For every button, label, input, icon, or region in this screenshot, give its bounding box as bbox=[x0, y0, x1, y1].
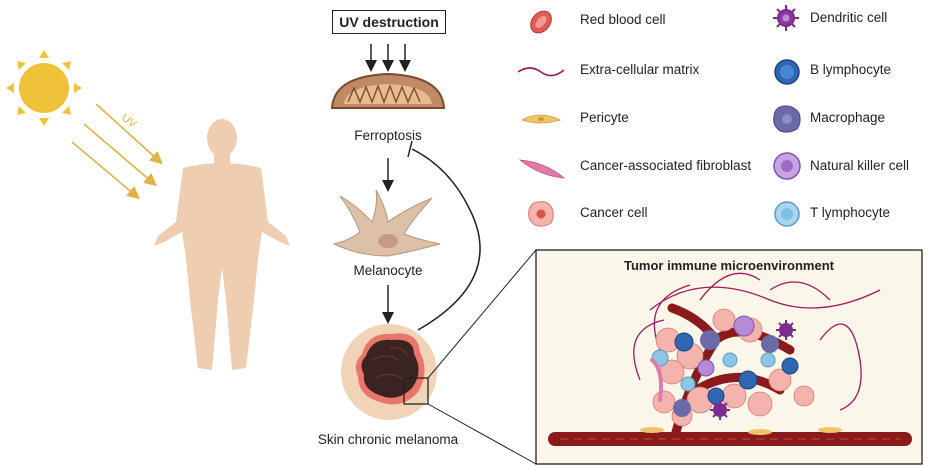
legend-label-pericyte: Pericyte bbox=[580, 110, 629, 125]
dendritic-cell-icon bbox=[773, 5, 799, 31]
tme-title: Tumor immune microenvironment bbox=[624, 258, 834, 273]
uv-rays bbox=[71, 103, 163, 200]
zoom-lines bbox=[427, 249, 537, 465]
legend-label-b-lymphocyte: B lymphocyte bbox=[810, 62, 892, 77]
melanoma-icon bbox=[341, 324, 437, 420]
uv-destruction-label: UV destruction bbox=[339, 14, 439, 30]
red-blood-cell-icon bbox=[530, 10, 552, 34]
legend-label-red-blood-cell: Red blood cell bbox=[580, 12, 666, 27]
mitochondrion-icon bbox=[330, 72, 446, 109]
melanocyte-icon bbox=[332, 189, 441, 257]
melanoma-label: Skin chronic melanoma bbox=[317, 432, 459, 447]
melanocyte-label: Melanocyte bbox=[353, 263, 423, 278]
fibroblast-icon bbox=[518, 159, 566, 179]
legend-label-t-lymphocyte: T lymphocyte bbox=[810, 205, 891, 220]
macrophage-icon bbox=[773, 105, 801, 133]
flow-arrows bbox=[365, 44, 481, 331]
legend-label-dendritic-cell: Dendritic cell bbox=[810, 10, 888, 25]
extracellular-matrix-icon bbox=[517, 67, 565, 77]
human-body-icon bbox=[154, 119, 290, 370]
pericyte-icon bbox=[521, 114, 562, 124]
tumor-cluster bbox=[650, 308, 815, 427]
sun-icon bbox=[6, 50, 82, 126]
legend-label-extracellular-matrix: Extra-cellular matrix bbox=[580, 62, 700, 77]
t-lymphocyte-icon bbox=[774, 201, 800, 227]
tme-panel bbox=[535, 249, 923, 465]
nk-cell-icon bbox=[773, 152, 801, 180]
cancer-cell-icon bbox=[528, 201, 554, 227]
legend-label-macrophage: Macrophage bbox=[810, 110, 886, 125]
uv-destruction-box: UV destruction bbox=[332, 10, 446, 34]
ferroptosis-label: Ferroptosis bbox=[354, 128, 422, 143]
legend-label-nk-cell: Natural killer cell bbox=[810, 158, 910, 173]
legend-label-cancer-cell: Cancer cell bbox=[580, 205, 648, 220]
legend-label-fibroblast: Cancer-associated fibroblast bbox=[580, 158, 752, 173]
b-lymphocyte-icon bbox=[774, 59, 800, 85]
